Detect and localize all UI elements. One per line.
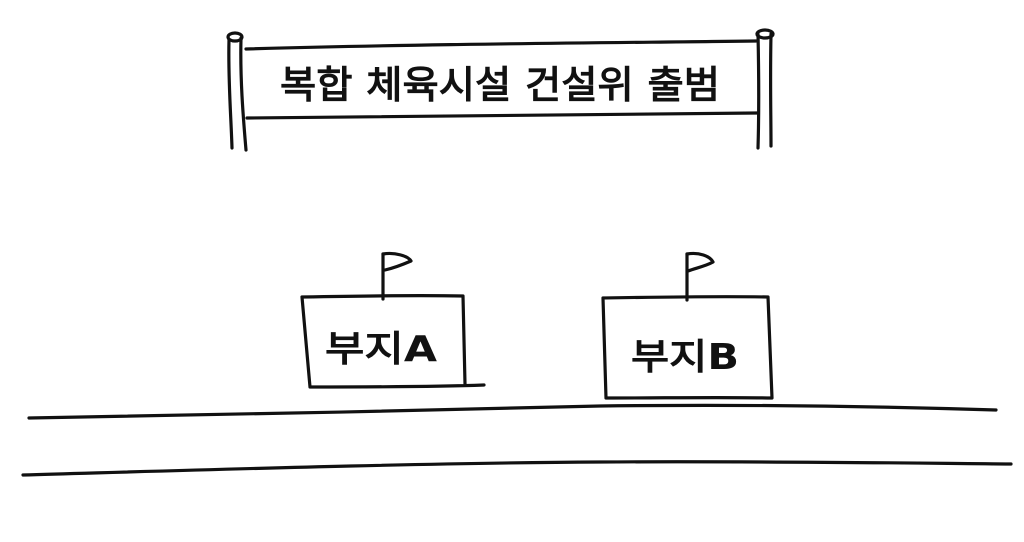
banner-left-pole-inner [239, 36, 248, 152]
site-a-flag [381, 251, 413, 272]
site-b-box [601, 294, 774, 400]
banner: 복합 체육시설 건설위 출범 [226, 28, 775, 152]
site-b-flag [685, 251, 715, 273]
site-a-label: 부지A [325, 329, 437, 370]
site-b: 부지B [601, 251, 774, 400]
site-a: 부지A [300, 251, 486, 389]
banner-title: 복합 체육시설 건설위 출범 [280, 63, 720, 107]
road [21, 403, 1013, 477]
banner-left-knob [226, 31, 244, 43]
site-b-label: 부지B [631, 337, 739, 378]
site-a-box [300, 293, 486, 389]
road-line-bottom [21, 460, 1013, 477]
banner-cloth-bottom [245, 111, 759, 120]
banner-right-pole [756, 32, 761, 150]
banner-left-pole [227, 38, 234, 150]
banner-right-knob [755, 28, 775, 40]
banner-cloth-top [244, 39, 758, 51]
road-line-top [27, 403, 998, 420]
